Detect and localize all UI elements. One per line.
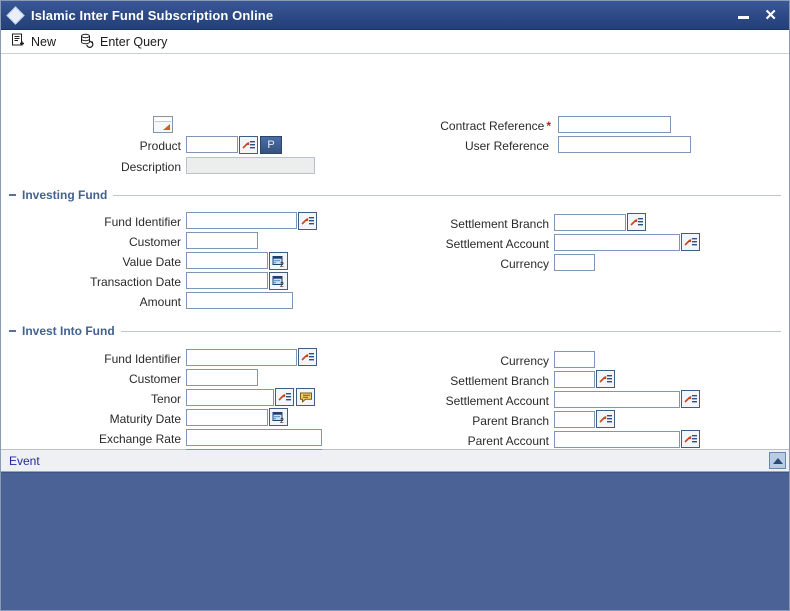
section-divider — [113, 194, 781, 196]
event-bar[interactable]: Event — [1, 450, 789, 472]
investing-settlement-account-input[interactable] — [554, 234, 680, 251]
investing-amount-label: Amount — [139, 295, 181, 309]
contract-reference-text: Contract Reference — [440, 119, 545, 133]
new-document-icon — [11, 33, 26, 51]
invest-into-customer-label: Customer — [128, 372, 181, 386]
section-divider — [120, 330, 781, 332]
investing-value-date-input[interactable] — [186, 252, 268, 269]
invest-into-tenor-comment-bubble-icon[interactable] — [296, 388, 315, 406]
invest-into-fund-identifier-input[interactable] — [186, 349, 297, 366]
investing-fund-title: Investing Fund — [22, 188, 108, 202]
invest-into-tenor-label: Tenor — [150, 392, 181, 406]
invest-into-tenor-list-of-values-icon[interactable] — [275, 388, 294, 406]
invest-into-settlement-branch-list-of-values-icon[interactable] — [596, 370, 615, 388]
investing-settlement-branch-label: Settlement Branch — [450, 217, 549, 231]
investing-fund-identifier-input[interactable] — [186, 212, 297, 229]
investing-fund-identifier-list-of-values-icon[interactable] — [298, 212, 317, 230]
toolbar: New Enter Query — [1, 30, 789, 54]
investing-settlement-account-label: Settlement Account — [445, 237, 549, 251]
investing-transaction-date-calendar-icon[interactable]: 2 — [269, 272, 288, 290]
user-reference-input[interactable] — [558, 136, 691, 153]
contract-reference-label: Contract Reference* — [401, 119, 551, 134]
product-input[interactable] — [186, 136, 238, 153]
svg-text:2: 2 — [280, 262, 284, 268]
invest-into-parent-account-list-of-values-icon[interactable] — [681, 430, 700, 448]
invest-into-currency-label: Currency — [500, 354, 549, 368]
invest-into-tenor-input[interactable] — [186, 389, 274, 406]
product-label: Product — [139, 139, 181, 153]
invest-into-fund-section-header: Invest Into Fund — [9, 324, 781, 338]
invest-into-fund-identifier-label: Fund Identifier — [104, 352, 181, 366]
invest-into-currency-input[interactable] — [554, 351, 595, 368]
invest-into-settlement-account-label: Settlement Account — [445, 394, 549, 408]
collapse-icon[interactable] — [9, 330, 16, 332]
investing-value-date-calendar-icon[interactable]: 2 — [269, 252, 288, 270]
invest-into-settlement-branch-input[interactable] — [554, 371, 595, 388]
investing-fund-section-header: Investing Fund — [9, 188, 781, 202]
description-label: Description — [120, 160, 181, 174]
invest-into-maturity-date-calendar-icon[interactable]: 2 — [269, 408, 288, 426]
minimize-icon[interactable] — [738, 8, 750, 22]
database-query-icon — [80, 33, 95, 51]
product-p-button[interactable]: P — [260, 136, 282, 154]
investing-currency-label: Currency — [500, 257, 549, 271]
invest-into-exchange-rate-input[interactable] — [186, 429, 322, 446]
invest-into-parent-branch-input[interactable] — [554, 411, 595, 428]
investing-amount-input[interactable] — [186, 292, 293, 309]
toolbar-new-button[interactable]: New — [11, 33, 56, 51]
window-title: Islamic Inter Fund Subscription Online — [31, 7, 274, 23]
invest-into-customer-input[interactable] — [186, 369, 258, 386]
product-list-of-values-icon[interactable] — [239, 136, 258, 154]
status-panel: Input By Date Time Authorized By Date Ti… — [1, 472, 789, 610]
form-body: Product P Description Contract Reference… — [1, 54, 789, 466]
invest-into-maturity-date-label: Maturity Date — [109, 412, 181, 426]
investing-settlement-branch-list-of-values-icon[interactable] — [627, 213, 646, 231]
diamond-icon — [6, 5, 25, 25]
toolbar-enter-query-label: Enter Query — [100, 34, 168, 49]
invest-into-settlement-account-list-of-values-icon[interactable] — [681, 390, 700, 408]
invest-into-exchange-rate-label: Exchange Rate — [98, 432, 181, 446]
invest-into-settlement-branch-label: Settlement Branch — [450, 374, 549, 388]
scroll-up-icon[interactable] — [769, 452, 786, 469]
investing-customer-label: Customer — [128, 235, 181, 249]
title-bar: Islamic Inter Fund Subscription Online ✕ — [1, 1, 789, 30]
required-marker: * — [546, 119, 551, 133]
invest-into-parent-account-label: Parent Account — [467, 434, 549, 448]
contract-reference-input[interactable] — [558, 116, 671, 133]
user-reference-label: User Reference — [464, 139, 549, 153]
invest-into-settlement-account-input[interactable] — [554, 391, 680, 408]
description-value — [186, 157, 315, 174]
investing-settlement-account-list-of-values-icon[interactable] — [681, 233, 700, 251]
investing-fund-identifier-label: Fund Identifier — [104, 215, 181, 229]
window-controls: ✕ — [738, 8, 783, 23]
svg-text:2: 2 — [280, 418, 284, 424]
svg-text:2: 2 — [280, 282, 284, 288]
toolbar-new-label: New — [31, 34, 57, 49]
invest-into-parent-branch-label: Parent Branch — [472, 414, 549, 428]
event-label: Event — [9, 453, 40, 468]
investing-transaction-date-label: Transaction Date — [90, 275, 181, 289]
investing-currency-input[interactable] — [554, 254, 595, 271]
invest-into-fund-identifier-list-of-values-icon[interactable] — [298, 348, 317, 366]
investing-value-date-label: Value Date — [122, 255, 181, 269]
investing-transaction-date-input[interactable] — [186, 272, 268, 289]
collapse-icon[interactable] — [9, 194, 16, 196]
product-window-icon[interactable] — [153, 116, 173, 133]
invest-into-parent-account-input[interactable] — [554, 431, 680, 448]
close-icon[interactable]: ✕ — [764, 6, 777, 24]
invest-into-maturity-date-input[interactable] — [186, 409, 268, 426]
investing-customer-input[interactable] — [186, 232, 258, 249]
invest-into-fund-title: Invest Into Fund — [22, 324, 115, 338]
investing-settlement-branch-input[interactable] — [554, 214, 626, 231]
toolbar-enter-query-button[interactable]: Enter Query — [80, 33, 167, 51]
invest-into-parent-branch-list-of-values-icon[interactable] — [596, 410, 615, 428]
